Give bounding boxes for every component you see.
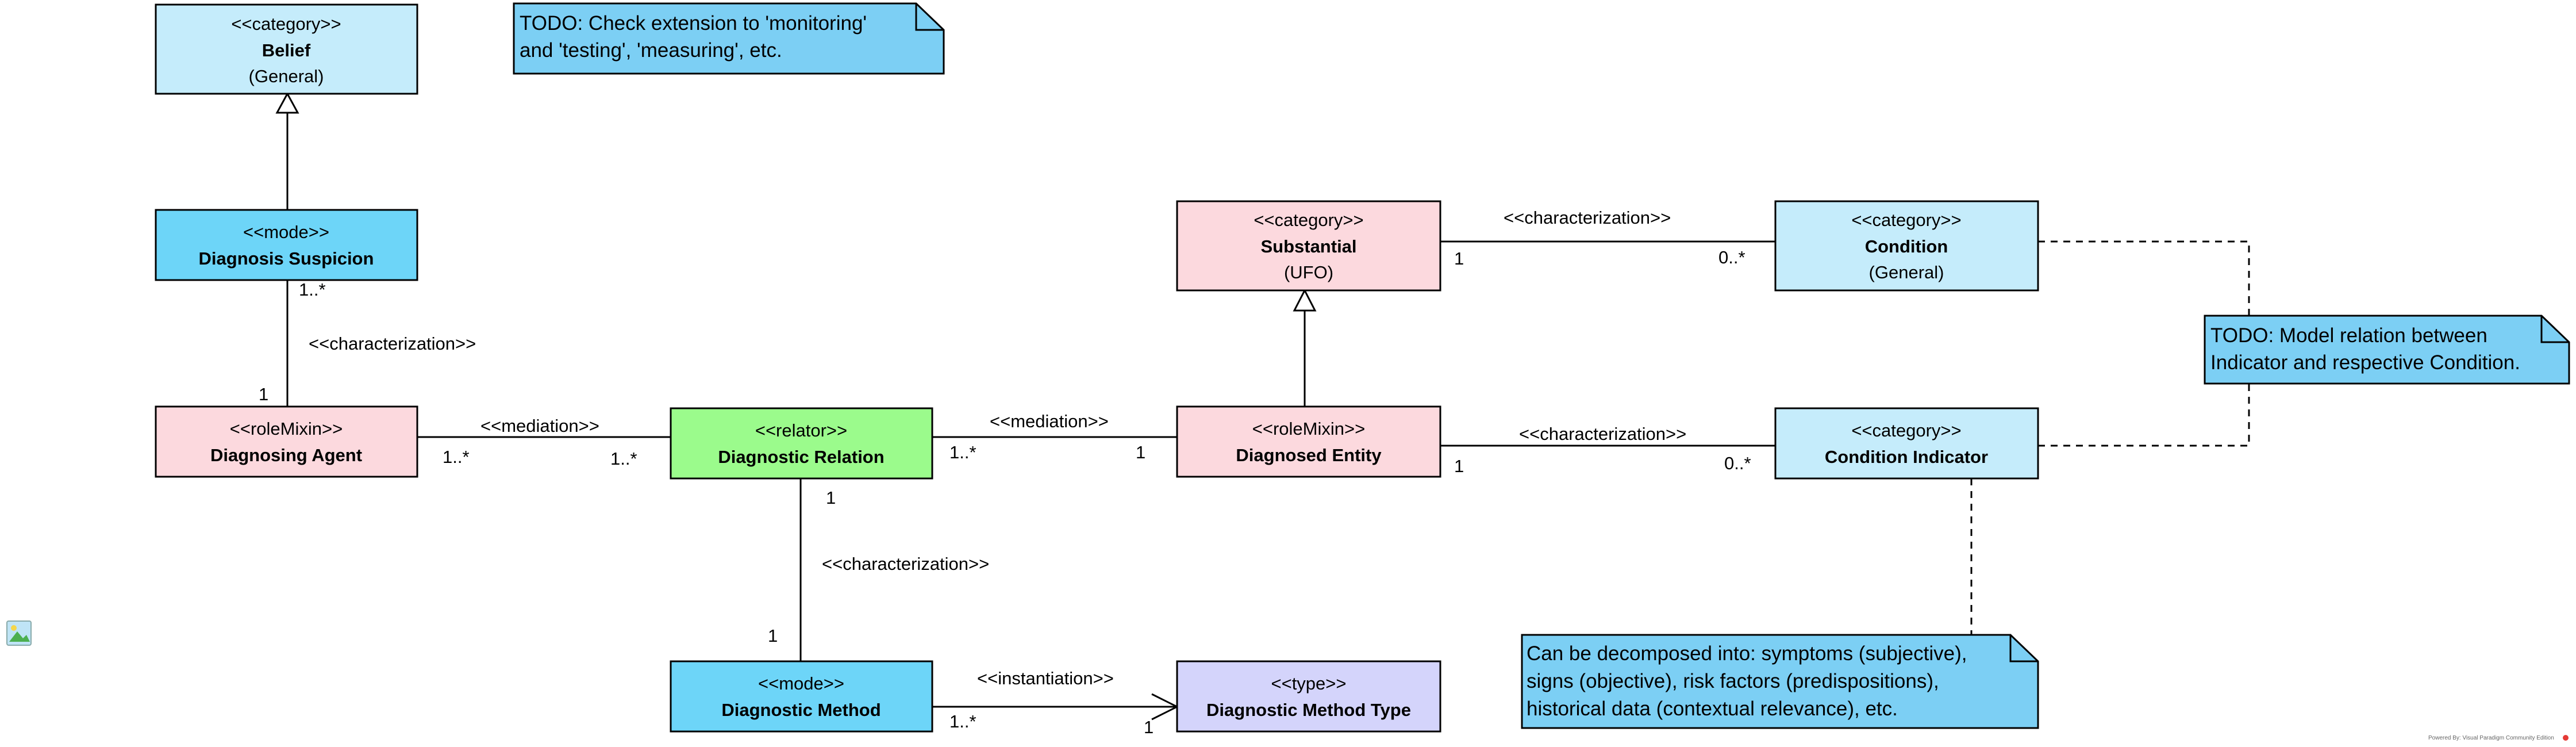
class-box [155,3,418,95]
class-name: Diagnostic Method Type [1206,700,1411,720]
mult-agent-top: 1 [259,384,268,404]
label-method-type: <<instantiation>> [977,668,1114,688]
anchor-indicator-note [2038,384,2250,447]
class-name: Substantial [1260,236,1356,256]
mult-relation-left: 1..* [610,449,637,469]
class-substantial[interactable]: <<category>> Substantial (UFO) [1176,200,1441,292]
note-line: and 'testing', 'measuring', etc. [520,39,782,62]
watermark-logo [2563,735,2569,741]
class-box [670,407,933,480]
class-stereotype: <<type>> [1271,673,1346,694]
mult-suspicion-top: 1..* [299,279,326,300]
mult-indicator-left: 0..* [1724,453,1751,473]
note-line: Indicator and respective Condition. [2210,351,2520,374]
mult-type-left: 1 [1144,717,1154,737]
note-anchors [1970,240,2250,635]
class-stereotype: <<category>> [231,14,341,34]
class-name: Diagnosing Agent [210,445,362,465]
connectors [275,91,1775,721]
label-relation-method: <<characterization>> [822,554,989,574]
class-diagnosing-agent[interactable]: <<roleMixin>> Diagnosing Agent [155,405,418,478]
class-stereotype: <<category>> [1851,420,1961,440]
class-diagnostic-method-type[interactable]: <<type>> Diagnostic Method Type [1176,660,1441,733]
mult-condition-left: 0..* [1718,247,1745,267]
label-entity-indicator: <<characterization>> [1519,424,1686,444]
class-name: Diagnostic Method [721,700,881,720]
note-line: signs (objective), risk factors (predisp… [1527,670,1939,692]
note-decomposition[interactable]: Can be decomposed into: symptoms (subjec… [1521,634,2039,729]
association-labels: 1..* <<characterization>> 1 <<mediation>… [259,208,1751,737]
note-todo-extension[interactable]: TODO: Check extension to 'monitoring' an… [513,2,945,75]
class-name: Diagnosis Suspicion [199,248,374,269]
class-belief[interactable]: <<category>> Belief (General) [155,3,418,95]
generalization-arrowhead-substantial [1293,288,1317,312]
class-box [155,209,418,281]
note-fold [915,3,944,31]
class-stereotype: <<mode>> [758,673,844,694]
class-diagnostic-relation[interactable]: <<relator>> Diagnostic Relation [670,407,933,480]
class-subtitle: (UFO) [1284,262,1333,282]
anchor-condition-note [2038,240,2250,316]
class-name: Diagnostic Relation [718,447,884,467]
class-diagnostic-method[interactable]: <<mode>> Diagnostic Method [670,660,933,733]
note-shape [2204,315,2570,385]
class-stereotype: <<relator>> [755,420,847,440]
class-box [155,405,418,478]
note-fold [2540,316,2569,343]
class-subtitle: (General) [249,66,324,86]
note-line: Can be decomposed into: symptoms (subjec… [1527,642,1967,665]
class-stereotype: <<roleMixin>> [1252,419,1365,439]
class-name: Condition Indicator [1825,447,1988,467]
class-stereotype: <<mode>> [243,222,329,242]
mult-method-top: 1 [768,626,778,646]
watermark-text: Powered By: Visual Paradigm Community Ed… [2428,735,2554,741]
mult-entity-left: 1 [1136,442,1145,462]
class-diagnosis-suspicion[interactable]: <<mode>> Diagnosis Suspicion [155,209,418,281]
mult-agent-right: 1..* [443,447,470,467]
class-name: Condition [1865,236,1948,256]
note-todo-model-relation[interactable]: TODO: Model relation between Indicator a… [2204,315,2570,385]
note-fold [2009,635,2038,662]
image-icon[interactable] [6,620,32,646]
label-suspicion-agent: <<characterization>> [309,334,476,354]
class-condition-indicator[interactable]: <<category>> Condition Indicator [1774,407,2039,480]
class-box [1176,405,1441,478]
class-name: Diagnosed Entity [1236,445,1382,465]
mult-relation-right: 1..* [949,442,976,462]
note-line: historical data (contextual relevance), … [1527,698,1898,720]
class-stereotype: <<category>> [1851,210,1961,230]
label-substantial-condition: <<characterization>> [1504,208,1671,228]
class-name: Belief [262,40,311,60]
generalization-arrowhead-belief [275,91,299,114]
class-subtitle: (General) [1869,262,1944,282]
mult-substantial-right: 1 [1454,248,1464,269]
class-box [1176,200,1441,292]
note-line: TODO: Model relation between [2210,324,2487,347]
class-condition[interactable]: <<category>> Condition (General) [1774,200,2039,292]
class-stereotype: <<roleMixin>> [230,419,343,439]
class-box [1176,660,1441,733]
class-diagnosed-entity[interactable]: <<roleMixin>> Diagnosed Entity [1176,405,1441,478]
mult-method-right: 1..* [949,711,976,731]
class-stereotype: <<category>> [1254,210,1363,230]
mult-entity-right: 1 [1454,456,1464,476]
note-shape [513,2,945,75]
label-agent-relation: <<mediation>> [480,416,599,436]
class-box [1774,407,2039,480]
class-box [1774,200,2039,292]
label-relation-entity: <<mediation>> [990,411,1109,431]
watermark: Powered By: Visual Paradigm Community Ed… [2428,735,2569,741]
note-line: TODO: Check extension to 'monitoring' [520,12,867,35]
mult-relation-bottom: 1 [826,488,836,508]
note-shape [1521,634,2039,729]
class-box [670,660,933,733]
